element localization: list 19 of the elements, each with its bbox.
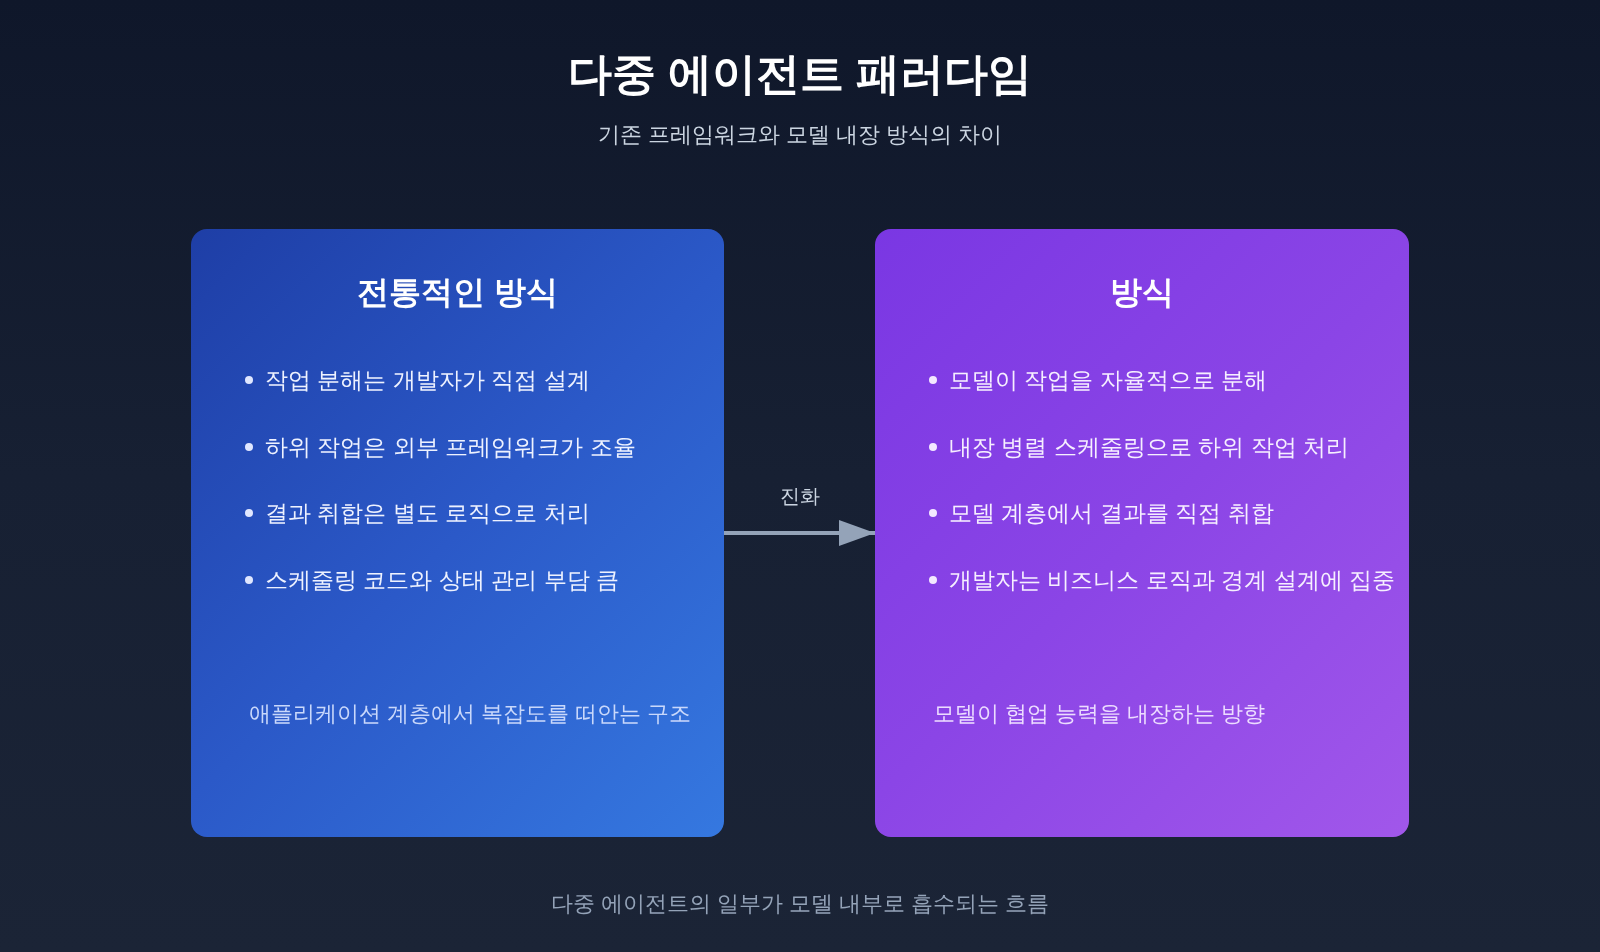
caption: 다중 에이전트의 일부가 모델 내부로 흡수되는 흐름: [550, 890, 1050, 918]
edge-label: 진화: [779, 483, 820, 509]
bullet-text: 결과 취합은 별도 로직으로 처리: [265, 499, 590, 528]
card-note: 모델이 협업 능력을 내장하는 방향: [933, 700, 1266, 728]
arrow: [724, 520, 875, 546]
bullet-text: 작업 분해는 개발자가 직접 설계: [265, 365, 590, 395]
card-heading: 전통적인 방식: [357, 273, 558, 312]
bullet-text: 모델이 작업을 자율적으로 분해: [949, 365, 1268, 395]
approach-card: [191, 229, 724, 837]
title: 다중 에이전트 패러다임: [567, 47, 1033, 100]
bullet-text: 내장 병렬 스케줄링으로 하위 작업 처리: [949, 432, 1349, 462]
bullet-text: 스케줄링 코드와 상태 관리 부담 큼: [265, 565, 619, 595]
approach-card: [875, 229, 1409, 837]
subtitle: 기존 프레임워크와 모델 내장 방식의 차이: [597, 121, 1003, 149]
card-heading: 방식: [1110, 273, 1174, 312]
bullet-text: 모델 계층에서 결과를 직접 취합: [949, 499, 1274, 528]
bullet-text: 개발자는 비즈니스 로직과 경계 설계에 집중: [949, 565, 1395, 595]
bullet-text: 하위 작업은 외부 프레임워크가 조율: [265, 432, 636, 462]
card-note: 애플리케이션 계층에서 복잡도를 떠안는 구조: [249, 700, 692, 728]
